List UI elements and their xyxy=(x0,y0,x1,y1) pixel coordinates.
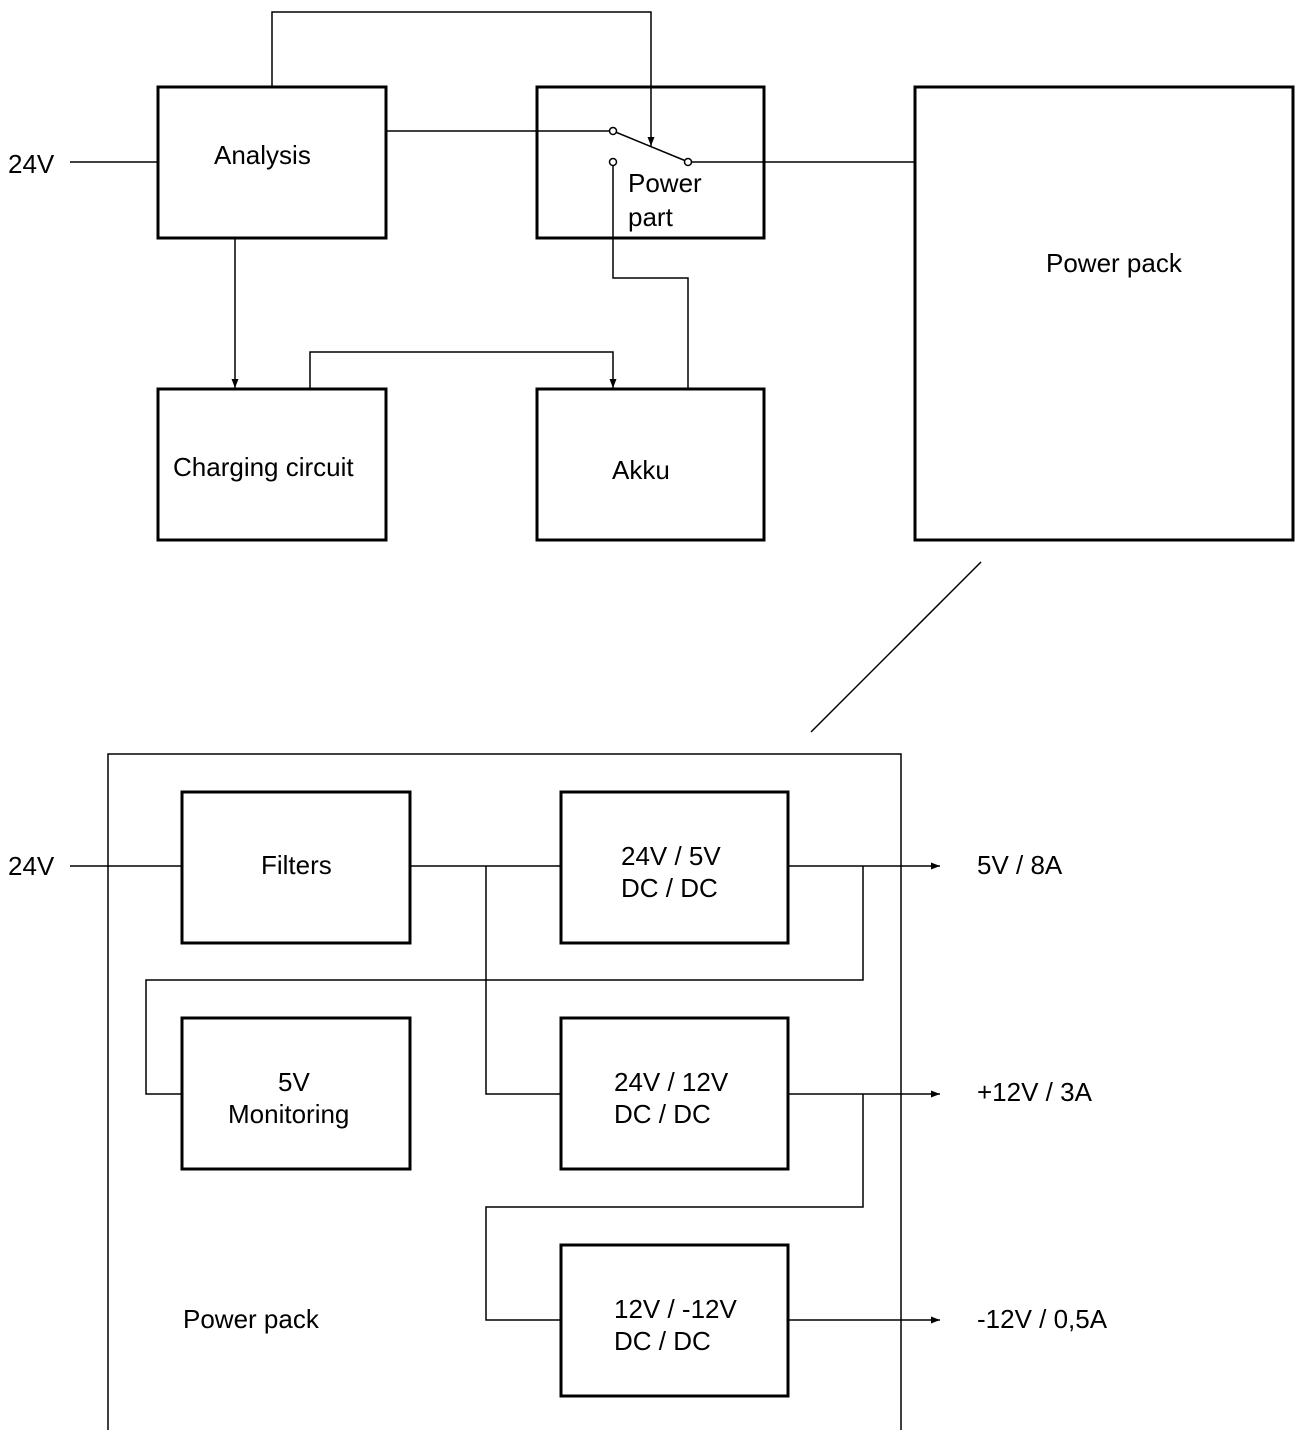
12v-to-neg12v-wire xyxy=(485,1094,864,1321)
filters-block xyxy=(180,790,412,945)
akku-label: Akku xyxy=(612,455,670,485)
akku-block xyxy=(535,387,766,542)
output-5v-label: 5V / 8A xyxy=(977,850,1063,880)
top-input-label: 24V xyxy=(8,149,55,179)
filters-label: Filters xyxy=(261,850,332,880)
output-neg12v-label: -12V / 0,5A xyxy=(977,1304,1108,1334)
dcdc-24v-5v-label-line1: 24V / 5V xyxy=(621,841,721,871)
dcdc-12v-neg12v-label-line1: 12V / -12V xyxy=(614,1294,738,1324)
power-pack-container xyxy=(107,753,902,1430)
dcdc-12v-neg12v-label-line2: DC / DC xyxy=(614,1326,711,1356)
bottom-diagram: Power pack 24V Filters 24V / 5V DC / DC … xyxy=(8,753,1108,1430)
output-12v-label: +12V / 3A xyxy=(977,1077,1093,1107)
monitoring-5v-label-line2: Monitoring xyxy=(228,1099,349,1129)
switch-terminal-akku xyxy=(608,157,618,167)
analysis-label: Analysis xyxy=(214,140,311,170)
charging-to-akku-wire xyxy=(309,351,617,389)
power-pack-label: Power pack xyxy=(1046,248,1183,278)
zoom-connector-line xyxy=(810,561,982,733)
akku-to-switch-wire xyxy=(612,166,689,389)
power-part-label-line1: Power xyxy=(628,168,702,198)
power-pack-block xyxy=(913,85,1295,542)
dcdc-24v-12v-label-line2: DC / DC xyxy=(614,1099,711,1129)
monitoring-5v-label-line1: 5V xyxy=(278,1067,310,1097)
5v-to-monitoring-wire xyxy=(145,866,864,1095)
switch-blade xyxy=(612,130,687,162)
power-part-label-line2: part xyxy=(628,202,674,232)
dcdc-24v-5v-block xyxy=(559,790,790,945)
top-diagram: 24V Analysis Power part Power pack Charg… xyxy=(8,11,1295,733)
switch-terminal-output xyxy=(683,157,693,167)
bottom-input-label: 24V xyxy=(8,851,55,881)
charging-circuit-block xyxy=(156,387,388,542)
filters-to-12v-wire xyxy=(485,866,561,1095)
power-pack-container-label: Power pack xyxy=(183,1304,320,1334)
switch-terminal-top xyxy=(608,126,618,136)
dcdc-24v-12v-label-line1: 24V / 12V xyxy=(614,1067,729,1097)
charging-circuit-label: Charging circuit xyxy=(173,452,354,482)
analysis-control-wire xyxy=(271,11,655,146)
dcdc-24v-5v-label-line2: DC / DC xyxy=(621,873,718,903)
